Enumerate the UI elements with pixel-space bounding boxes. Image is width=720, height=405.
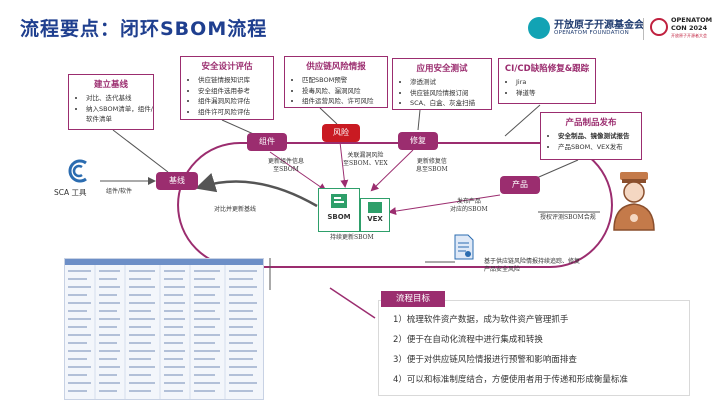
foundation-name-en: OPENATOM FOUNDATION (554, 30, 629, 36)
sbom-icon (331, 194, 347, 208)
supply-chain-intel-item: 投毒风险、漏洞风险 (302, 86, 387, 97)
baseline-title: 建立基线 (93, 80, 128, 90)
vex-icon (368, 202, 382, 213)
con-line2: CON 2024 (671, 24, 708, 32)
operator-person-icon (608, 168, 660, 232)
node-product: 产品 (500, 176, 540, 194)
goal-item: 4）可以和标准制度结合，方便使用者用于传递和形成衡量标准 (393, 375, 628, 385)
authorize-sbom-label: 授权评测SBOM合规 (540, 214, 596, 221)
node-risk: 风险 (322, 124, 360, 142)
baseline-item: 纳入SBOM清单，组件/软件清单 (86, 104, 153, 125)
node-fix: 修复 (398, 132, 438, 150)
continuous-update-label: 持续更新SBOM (330, 234, 374, 241)
node-baseline: 基线 (156, 172, 198, 190)
app-security-test-item: SCA、白盒、灰盒扫描 (410, 98, 491, 109)
continuous-track-label: 基于供应链风险情报持续追踪、修复 产品安全风险 (484, 258, 581, 273)
foundation-name-cn: 开放原子开源基金会 (554, 20, 644, 31)
supply-chain-intel-item: 匹配SBOM预警 (302, 75, 387, 86)
process-goals-panel: 1）梳理软件资产数据，成为软件资产管理抓手 2）便于在自动化流程中进行集成和转换… (378, 300, 690, 396)
baseline-item: 对比、迭代基线 (86, 93, 153, 104)
sbom-spreadsheet-thumbnail (64, 258, 264, 400)
goal-item: 3）便于对供应链风险情报进行预警和影响面排查 (393, 355, 577, 365)
product-release-item: 安全制品、镜像测试报告 (558, 131, 641, 142)
product-release-box: 产品制品发布 安全制品、镜像测试报告 产品SBOM、VEX发布 (540, 112, 642, 160)
cicd-fix-title: CI/CD缺陷修复&跟踪 (504, 64, 590, 74)
vex-card: VEX (360, 198, 390, 232)
sca-tool-icon (66, 158, 92, 184)
security-design-item: 供应链情报知识库 (198, 75, 273, 86)
supply-chain-intel-box: 供应链风险情报 匹配SBOM预警 投毒风险、漏洞风险 组件运营风险、许可风险 (284, 56, 388, 108)
app-security-test-item: 供应链风险情报订阅 (410, 88, 491, 99)
update-component-label: 更新组件信息 至SBOM (268, 158, 305, 173)
openatom-con-logo: OPENATOM CON 2024 开放原子开源者大会 (650, 15, 714, 43)
vex-label: VEX (367, 215, 383, 223)
supply-chain-intel-title: 供应链风险情报 (306, 62, 366, 72)
update-fix-label: 更新修复信 息至SBOM (416, 158, 448, 173)
goal-item: 1）梳理软件资产数据，成为软件资产管理抓手 (393, 315, 569, 325)
con-ring-icon (650, 18, 668, 36)
openatom-foundation-logo: 开放原子开源基金会 OPENATOM FOUNDATION (528, 16, 644, 42)
product-release-item: 产品SBOM、VEX发布 (558, 142, 641, 153)
process-goals-heading: 流程目标 (381, 291, 445, 307)
security-design-item: 组件漏洞风险评估 (198, 96, 273, 107)
goal-item: 2）便于在自动化流程中进行集成和转换 (393, 335, 543, 345)
release-sbom-label: 发布产品 对应的SBOM (450, 198, 488, 213)
security-design-title: 安全设计评估 (201, 62, 253, 72)
link-risk-label: 关联漏洞风险 至SBOM、VEX (343, 152, 388, 167)
app-security-test-box: 应用安全测试 渗透测试 供应链风险情报订阅 SCA、白盒、灰盒扫描 (392, 58, 492, 110)
supply-chain-intel-item: 组件运营风险、许可风险 (302, 96, 387, 107)
app-security-test-item: 渗透测试 (410, 77, 491, 88)
components-software-label: 组件/软件 (106, 188, 133, 195)
security-design-item: 安全组件选用参考 (198, 86, 273, 97)
logo-divider (643, 18, 644, 40)
security-design-box: 安全设计评估 供应链情报知识库 安全组件选用参考 组件漏洞风险评估 组件许可风险… (180, 56, 274, 120)
product-release-title: 产品制品发布 (565, 118, 617, 128)
node-component: 组件 (247, 133, 287, 151)
compare-update-label: 对比并更新基线 (214, 206, 257, 213)
page-title: 流程要点：闭环SBOM流程 (20, 18, 268, 40)
sca-tool-label: SCA 工具 (54, 188, 87, 197)
baseline-box: 建立基线 对比、迭代基线 纳入SBOM清单，组件/软件清单 (68, 74, 154, 130)
security-design-item: 组件许可风险评估 (198, 107, 273, 118)
sbom-card: SBOM (318, 188, 360, 232)
openatom-logo-icon (528, 17, 550, 39)
cicd-fix-item: 禅道等 (516, 88, 595, 99)
cicd-fix-box: CI/CD缺陷修复&跟踪 Jira 禅道等 (498, 58, 596, 104)
report-document-icon (454, 234, 474, 260)
con-sub: 开放原子开源者大会 (671, 33, 707, 38)
sbom-label: SBOM (327, 213, 351, 221)
con-line1: OPENATOM (671, 16, 713, 24)
app-security-test-title: 应用安全测试 (416, 64, 468, 74)
cicd-fix-item: Jira (516, 77, 595, 88)
